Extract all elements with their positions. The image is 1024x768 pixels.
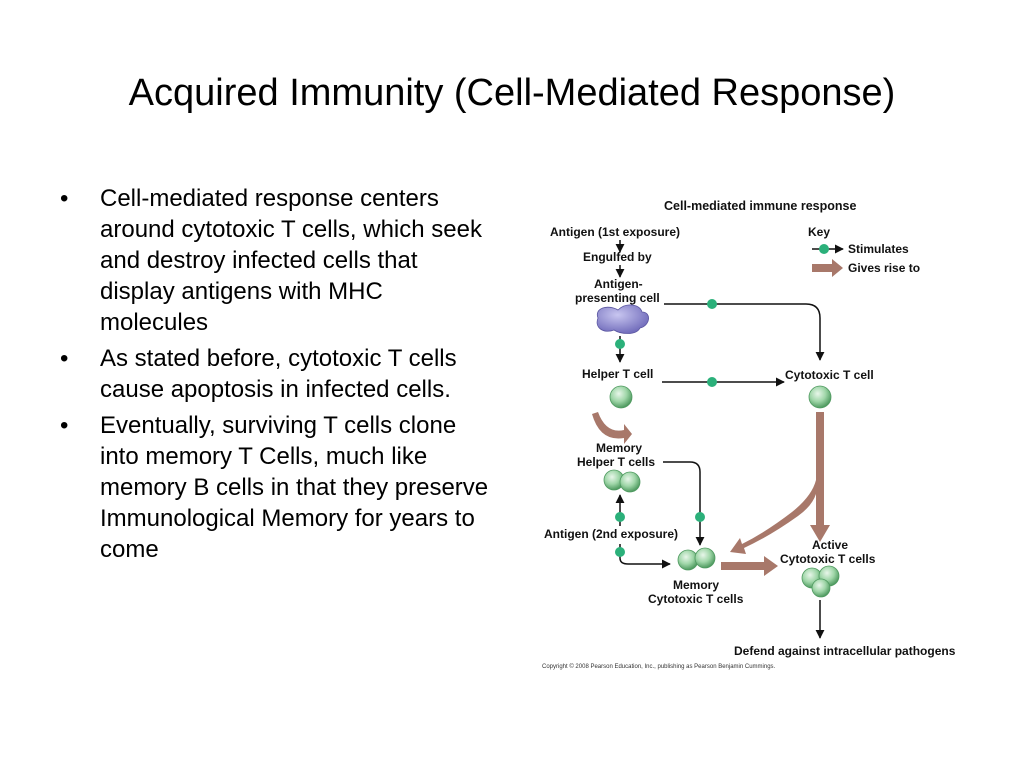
antigen-presenting-cell xyxy=(596,304,649,334)
stimulates-icon xyxy=(615,547,625,557)
bullet-marker: • xyxy=(60,185,69,212)
bullet-marker: • xyxy=(60,345,69,372)
key-gives-rise: Gives rise to xyxy=(812,259,920,277)
bullet-text: Eventually, surviving T cells clone into… xyxy=(100,412,489,563)
gives-rise-arrow xyxy=(721,556,778,576)
memory-helper-t-cell xyxy=(619,471,641,493)
label-memory-cyto-1: Memory xyxy=(673,578,719,592)
cell-mediated-diagram: Cell-mediated immune response Key Stimul… xyxy=(542,199,956,670)
label-memory-cyto-2: Cytotoxic T cells xyxy=(648,592,744,606)
gives-rise-arrow xyxy=(592,412,632,444)
stimulates-icon xyxy=(707,377,717,387)
bullet-text: As stated before, cytotoxic T cells caus… xyxy=(100,345,457,403)
helper-t-cell xyxy=(609,385,633,409)
cytotoxic-t-cell xyxy=(808,385,832,409)
label-active-2: Cytotoxic T cells xyxy=(780,552,876,566)
label-defend: Defend against intracellular pathogens xyxy=(734,644,956,658)
copyright-text: Copyright © 2008 Pearson Education, Inc.… xyxy=(542,663,776,670)
key-stimulates-label: Stimulates xyxy=(848,242,909,256)
bullet-text: Cell-mediated response centers around cy… xyxy=(100,185,482,336)
stimulates-icon xyxy=(819,244,829,254)
stimulates-icon xyxy=(615,339,625,349)
key-title: Key xyxy=(808,225,830,239)
label-cytotoxic-t: Cytotoxic T cell xyxy=(785,368,874,382)
label-apc-1: Antigen- xyxy=(594,277,643,291)
key-gives-rise-label: Gives rise to xyxy=(848,261,920,275)
label-memory-helper-2: Helper T cells xyxy=(577,455,655,469)
gives-rise-icon xyxy=(812,259,843,277)
stimulates-icon xyxy=(695,512,705,522)
active-cytotoxic-t-cell xyxy=(811,578,831,598)
memory-cytotoxic-t-cell xyxy=(694,547,716,569)
label-antigen-second: Antigen (2nd exposure) xyxy=(544,527,678,541)
bullet-item: • Cell-mediated response centers around c… xyxy=(60,183,490,338)
stimulates-icon xyxy=(615,512,625,522)
bullet-marker: • xyxy=(60,412,69,439)
label-apc-2: presenting cell xyxy=(575,291,660,305)
label-engulfed-by: Engulfed by xyxy=(583,250,652,264)
stimulates-icon xyxy=(707,299,717,309)
slide-title: Acquired Immunity (Cell-Mediated Respons… xyxy=(128,72,896,114)
diagram-title: Cell-mediated immune response xyxy=(664,199,856,213)
label-active-1: Active xyxy=(812,538,848,552)
bullet-item: • Eventually, surviving T cells clone int… xyxy=(60,410,490,565)
label-memory-helper-1: Memory xyxy=(596,441,642,455)
label-helper-t: Helper T cell xyxy=(582,367,653,381)
key-stimulates: Stimulates xyxy=(812,242,909,256)
gives-rise-arrow xyxy=(730,412,830,554)
bullet-item: • As stated before, cytotoxic T cells cau… xyxy=(60,343,490,405)
bullet-list: • Cell-mediated response centers around c… xyxy=(60,183,490,570)
label-antigen-first: Antigen (1st exposure) xyxy=(550,225,680,239)
